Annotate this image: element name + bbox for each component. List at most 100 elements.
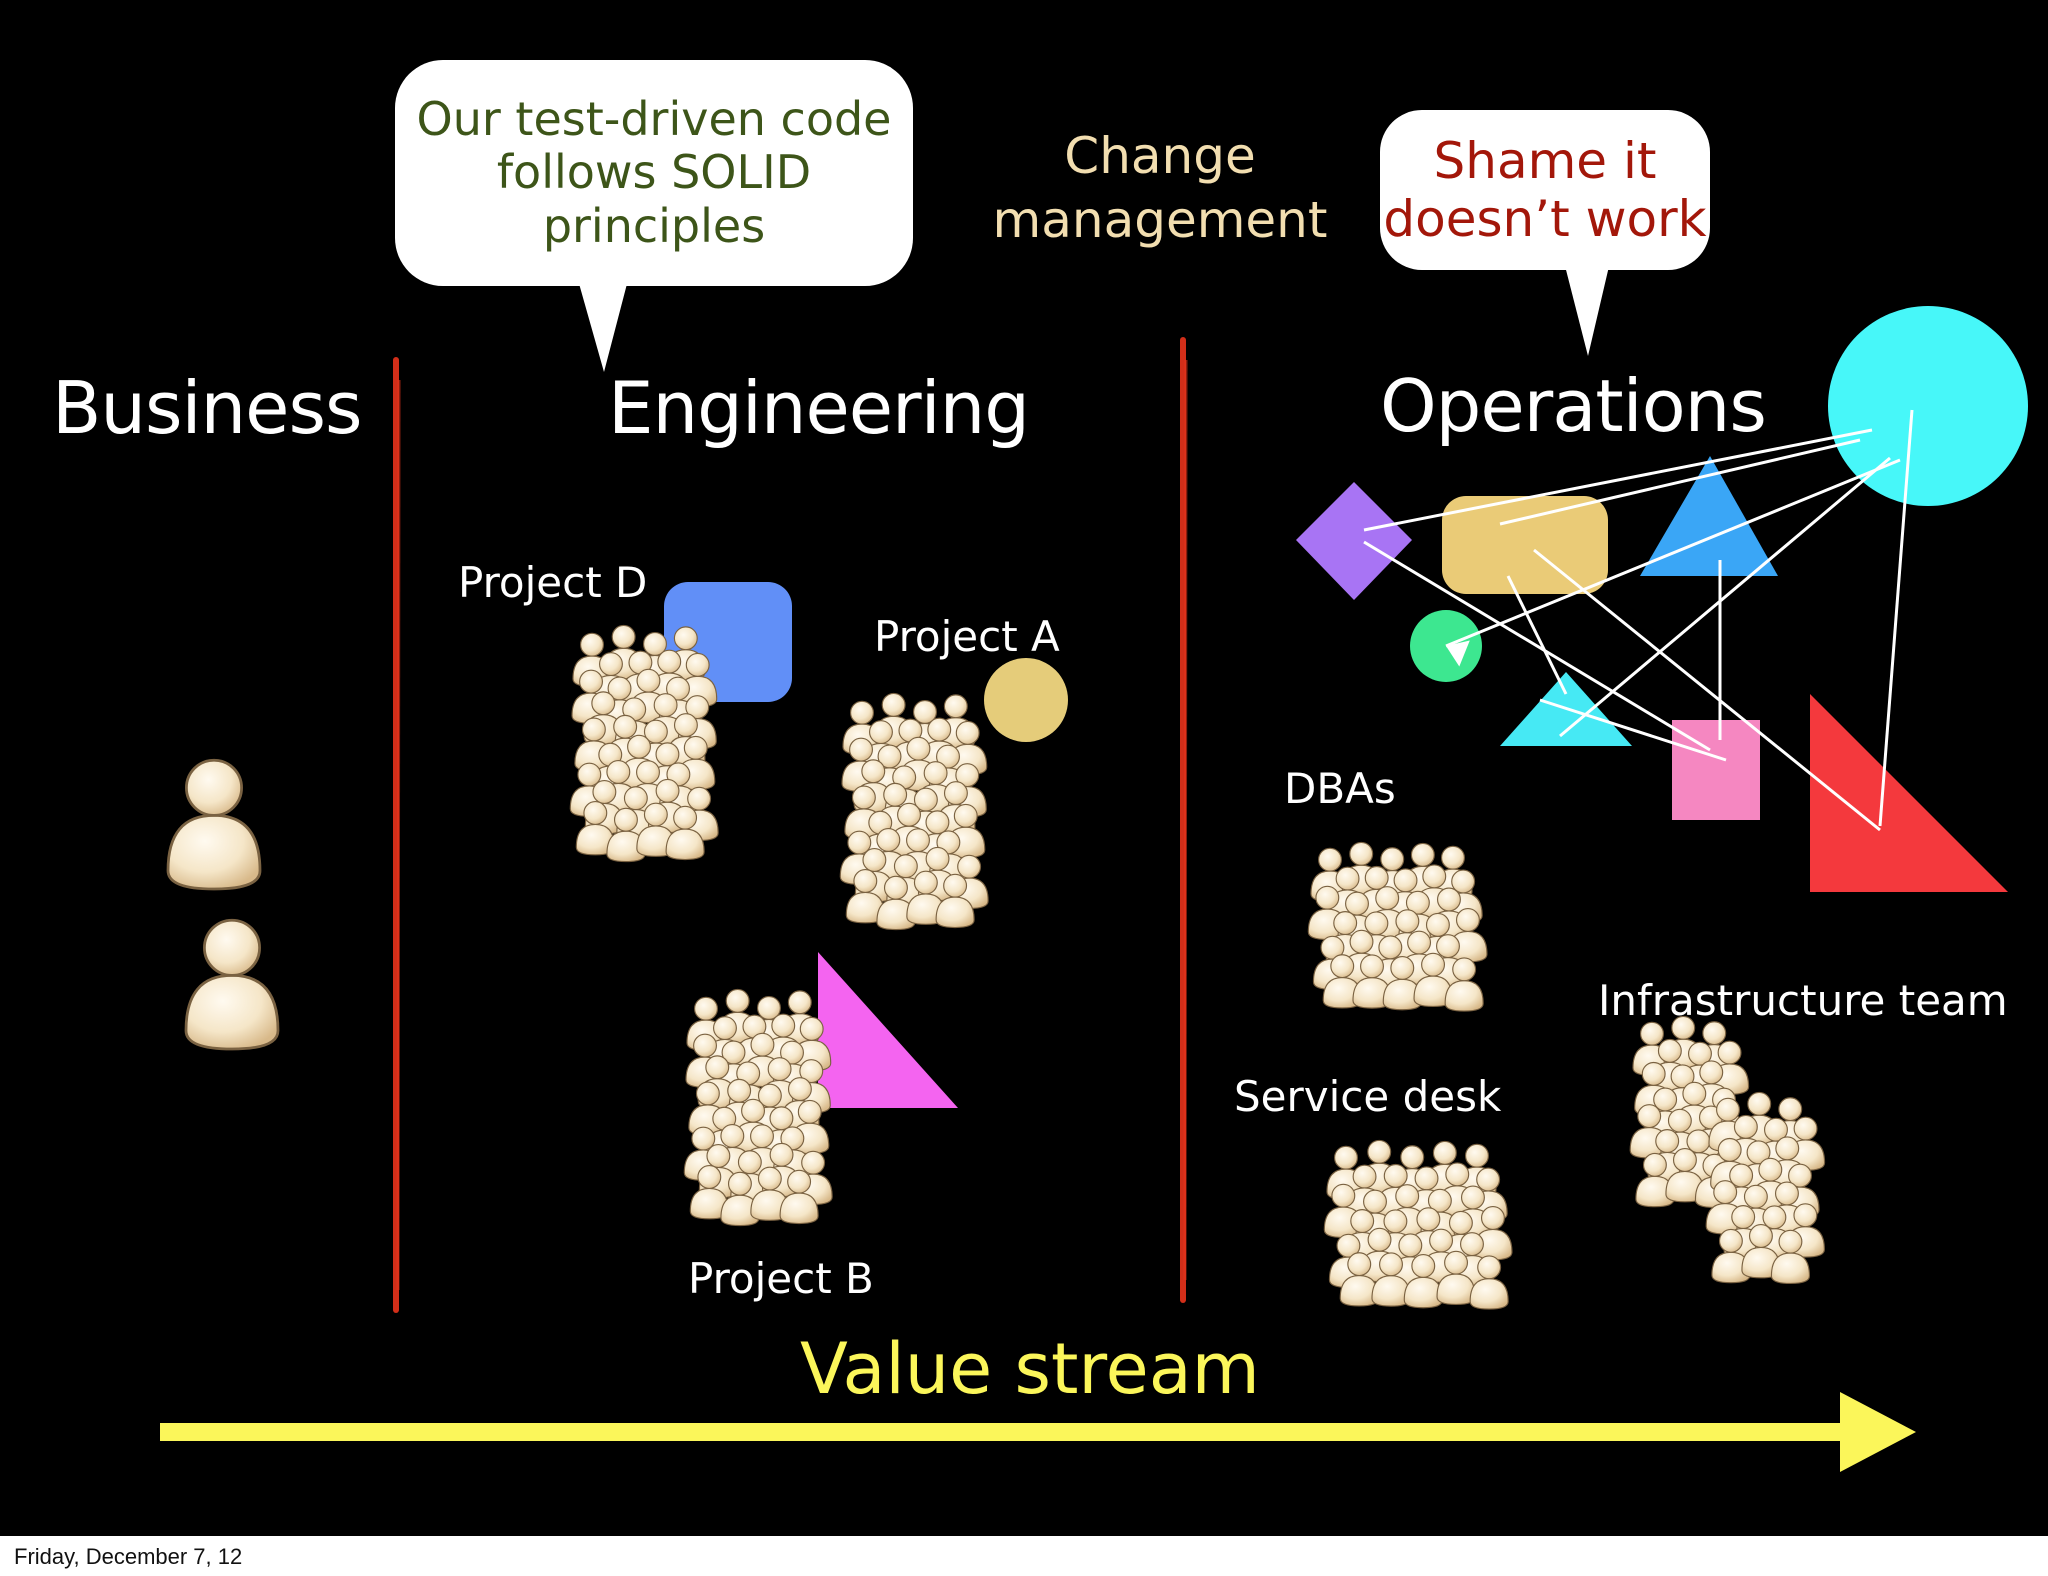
person-head <box>750 1124 774 1149</box>
crowd-project-d-person <box>636 802 676 857</box>
person-head <box>694 996 718 1021</box>
person-head <box>801 1150 826 1175</box>
person-head <box>1688 1041 1712 1066</box>
crowd-dbas-person <box>1413 952 1453 1008</box>
person-head <box>1436 887 1461 912</box>
person-head <box>693 1033 717 1058</box>
group-label-service-desk: Service desk <box>1234 1072 1502 1121</box>
value-stream-arrow-head <box>1840 1392 1916 1472</box>
person-head <box>797 1099 822 1124</box>
person-head <box>1367 1139 1392 1164</box>
person-head <box>1333 911 1358 935</box>
person-head <box>1379 1252 1403 1277</box>
person-head <box>1395 909 1420 934</box>
person-head <box>1349 929 1374 954</box>
person-head <box>1421 952 1446 977</box>
person-head <box>1778 1097 1803 1122</box>
person-head <box>799 1059 824 1084</box>
person-head <box>1747 1091 1772 1116</box>
value-stream-label: Value stream <box>800 1328 1260 1410</box>
connector-line-4 <box>1533 548 1881 832</box>
person-body <box>1469 1278 1509 1310</box>
crowd-project-b <box>683 988 833 1227</box>
crowd-dbas-person <box>1352 954 1392 1009</box>
person-head <box>787 1077 812 1102</box>
person-head <box>861 759 886 784</box>
section-title-business: Business <box>52 366 362 450</box>
connector-line-10 <box>1878 409 1914 827</box>
person-head <box>1686 1129 1711 1154</box>
person-head <box>1699 1060 1724 1085</box>
crowd-project-d-person <box>665 805 705 861</box>
person-head <box>577 762 602 787</box>
engineering-bubble-tail <box>578 280 628 372</box>
person-head <box>1383 1163 1408 1188</box>
person-head <box>943 873 968 898</box>
crowd-service-desk-person <box>1469 1255 1509 1310</box>
person-head <box>1363 1189 1387 1214</box>
person-head <box>850 700 874 725</box>
project-a-yellow-circle <box>984 658 1068 742</box>
ops-cyan-circle <box>1828 306 2028 506</box>
divider-line-1-texture <box>396 379 401 1291</box>
person-head <box>655 742 680 767</box>
crowd-service-desk-person <box>1436 1250 1476 1306</box>
person-body <box>184 974 280 1051</box>
crowd-service-desk-person <box>1339 1252 1379 1307</box>
person-head <box>627 734 652 759</box>
person-head <box>613 714 638 739</box>
person-head <box>1758 1157 1783 1182</box>
footer-bar: Friday, December 7, 12 <box>0 1536 2048 1576</box>
person-head <box>727 1171 752 1196</box>
person-head <box>769 1106 794 1131</box>
person-head <box>657 649 682 674</box>
person-head <box>943 781 968 806</box>
person-head <box>691 1126 716 1151</box>
person-head <box>673 626 698 651</box>
person-head <box>787 1169 812 1194</box>
person-head <box>847 830 872 855</box>
operations-bubble-line-1: Shame it <box>1433 132 1657 190</box>
connector-line-8 <box>1445 458 1901 648</box>
person-head <box>1444 1250 1469 1275</box>
person-head <box>1400 1145 1425 1170</box>
person-head <box>727 1078 752 1103</box>
person-body <box>1436 1273 1476 1306</box>
person-head <box>1367 1227 1392 1252</box>
person-head <box>849 737 873 762</box>
person-head <box>1364 911 1389 936</box>
crowd-infrastructure-b-person <box>1741 1224 1781 1279</box>
person-head <box>606 759 631 784</box>
person-head <box>1748 1224 1773 1248</box>
person-head <box>741 1098 766 1123</box>
person-head <box>1429 1228 1454 1253</box>
person-head <box>1655 1129 1680 1153</box>
person-head <box>1335 866 1360 891</box>
connector-line-3 <box>1363 540 1711 752</box>
person-head <box>1672 1148 1697 1172</box>
person-head <box>1347 1252 1372 1277</box>
person-head <box>706 1144 731 1168</box>
person-head <box>913 787 938 812</box>
person-head <box>955 720 980 745</box>
person-head <box>1788 1163 1812 1188</box>
person-head <box>925 810 950 835</box>
person-head <box>925 846 950 871</box>
crowd-project-d-person <box>606 807 646 863</box>
group-label-infrastructure-team: Infrastructure team <box>1598 976 2008 1025</box>
person-head <box>721 1040 746 1065</box>
person-body <box>779 1192 819 1225</box>
person-head <box>1477 1255 1502 1280</box>
footer-date: Friday, December 7, 12 <box>14 1544 243 1569</box>
person-head <box>780 1040 804 1065</box>
person-head <box>673 713 698 738</box>
person-head <box>769 1142 794 1167</box>
person-head <box>685 695 710 720</box>
group-label-project-a: Project A <box>874 612 1060 661</box>
crowd-project-b-person <box>779 1169 819 1225</box>
person-head <box>683 735 708 760</box>
business-person-1 <box>166 758 262 891</box>
person-head <box>623 786 648 811</box>
person-head <box>1717 1137 1742 1162</box>
person-head <box>1336 1233 1361 1258</box>
